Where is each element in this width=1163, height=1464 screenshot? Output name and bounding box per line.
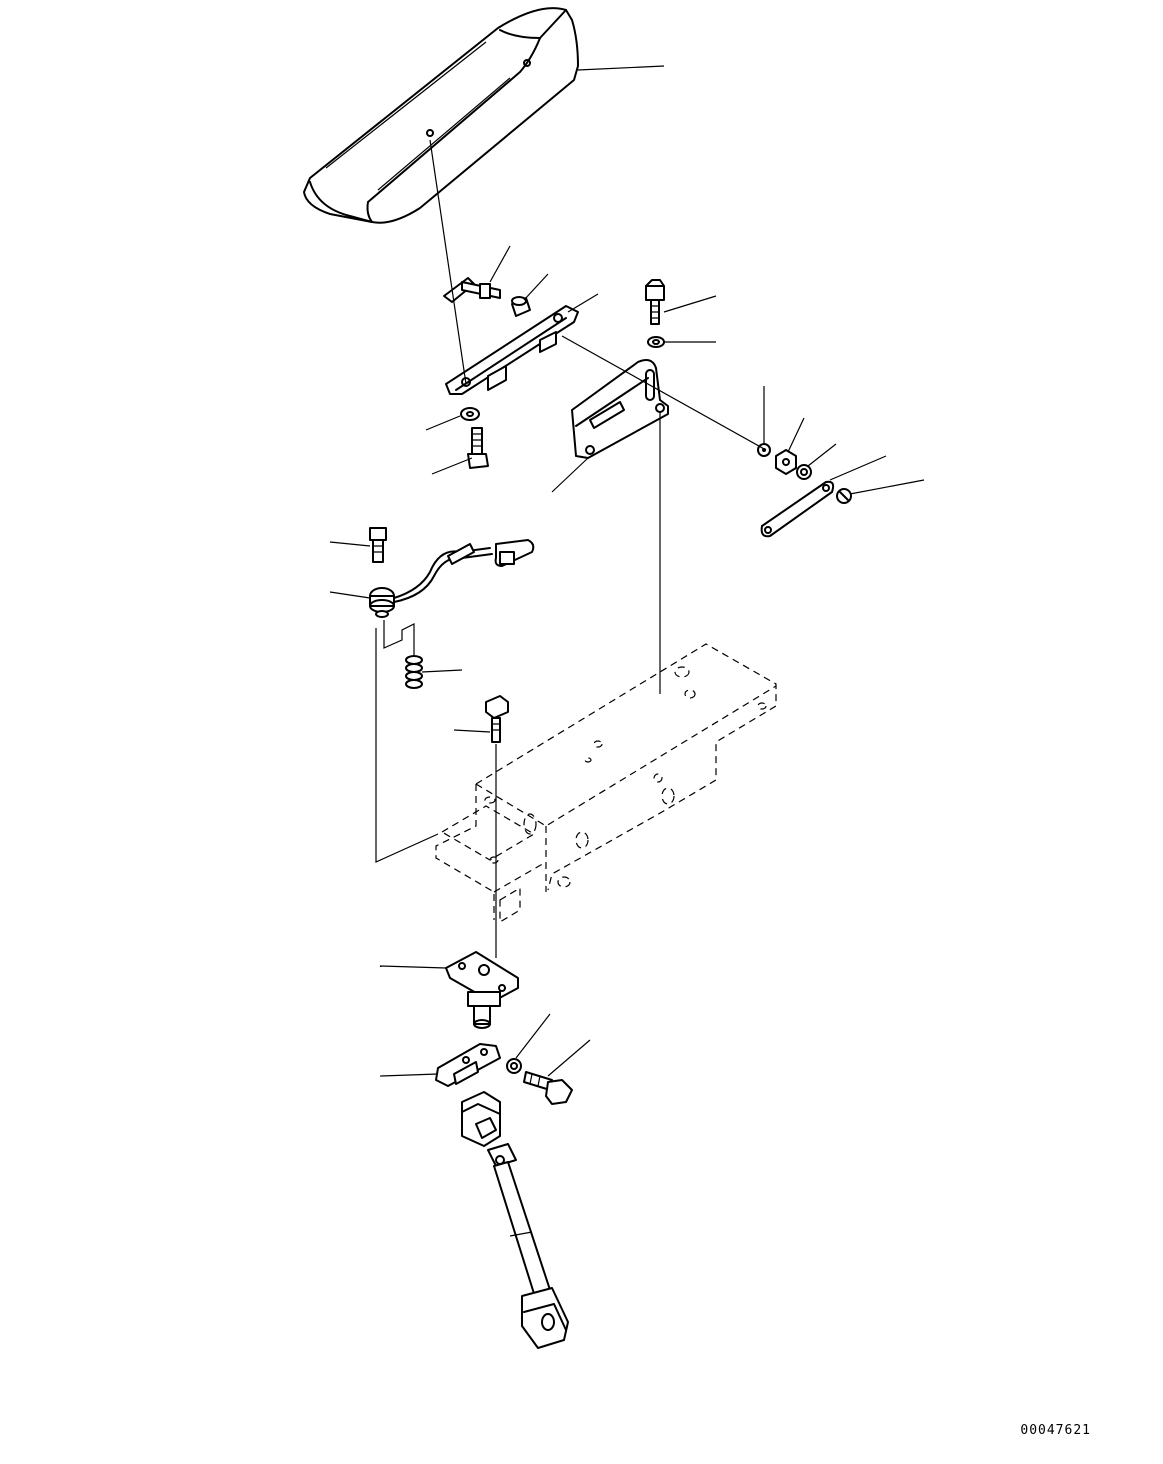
armrest-cushion — [303, 7, 579, 224]
clamp-bracket — [435, 1043, 501, 1087]
switch-bolt — [369, 527, 387, 563]
switch-sensor — [369, 539, 535, 618]
lock-washer-right — [836, 488, 852, 504]
frame-bolt — [485, 695, 509, 743]
hex-bolt-lower — [523, 1071, 573, 1105]
washer-lower — [506, 1058, 522, 1074]
slotted-bracket — [571, 359, 669, 459]
bushing — [511, 296, 531, 317]
washer-upper — [647, 336, 665, 348]
assembly-lines — [375, 139, 767, 958]
washer-right — [796, 464, 812, 480]
main-frame — [435, 643, 777, 924]
pivot-plate — [445, 951, 519, 1029]
small-nut — [757, 443, 771, 457]
clip-bolt — [443, 277, 501, 303]
upper-bracket — [445, 305, 579, 395]
link-rod — [760, 480, 835, 538]
universal-joint-shaft — [461, 1091, 569, 1349]
hex-bolt-upper — [645, 279, 665, 325]
drawing-number: 00047621 — [1020, 1423, 1091, 1438]
assembly-line-switch — [383, 620, 415, 656]
hex-nut — [775, 449, 797, 475]
spring — [405, 655, 423, 689]
hex-bolt-left — [467, 427, 489, 469]
leader-lines — [329, 65, 925, 1077]
washer-left — [460, 407, 480, 421]
